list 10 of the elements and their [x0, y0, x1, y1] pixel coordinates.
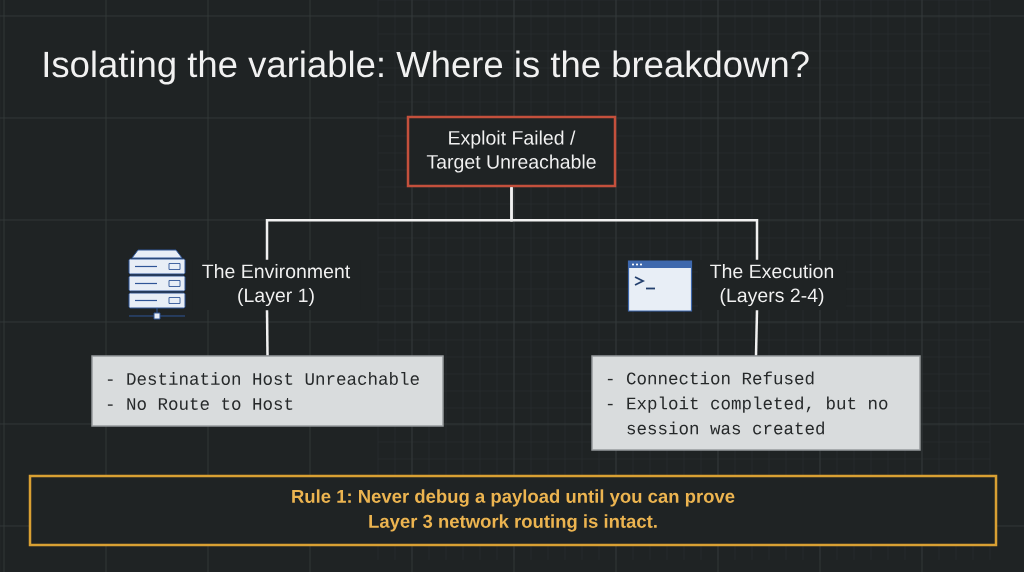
connector-line [510, 187, 759, 260]
rule-callout-box: Rule 1: Never debug a payload until you can prove Layer 3 network routing is intact. [28, 474, 998, 547]
connector-line [754, 310, 759, 356]
problem-box: Exploit Failed / Target Unreachable [406, 115, 617, 188]
connector-line [265, 310, 269, 356]
branch-heading: The Environment (Layer 1) [192, 259, 360, 311]
slide-title: Isolating the variable: Where is the breakdown? [44, 50, 809, 85]
console-output-box: - Connection Refused - Exploit completed, but no session was created [591, 355, 921, 451]
branch-heading: The Execution (Layers 2-4) [698, 259, 846, 311]
console-output-box: - Destination Host Unreachable - No Route to Host [91, 355, 444, 427]
